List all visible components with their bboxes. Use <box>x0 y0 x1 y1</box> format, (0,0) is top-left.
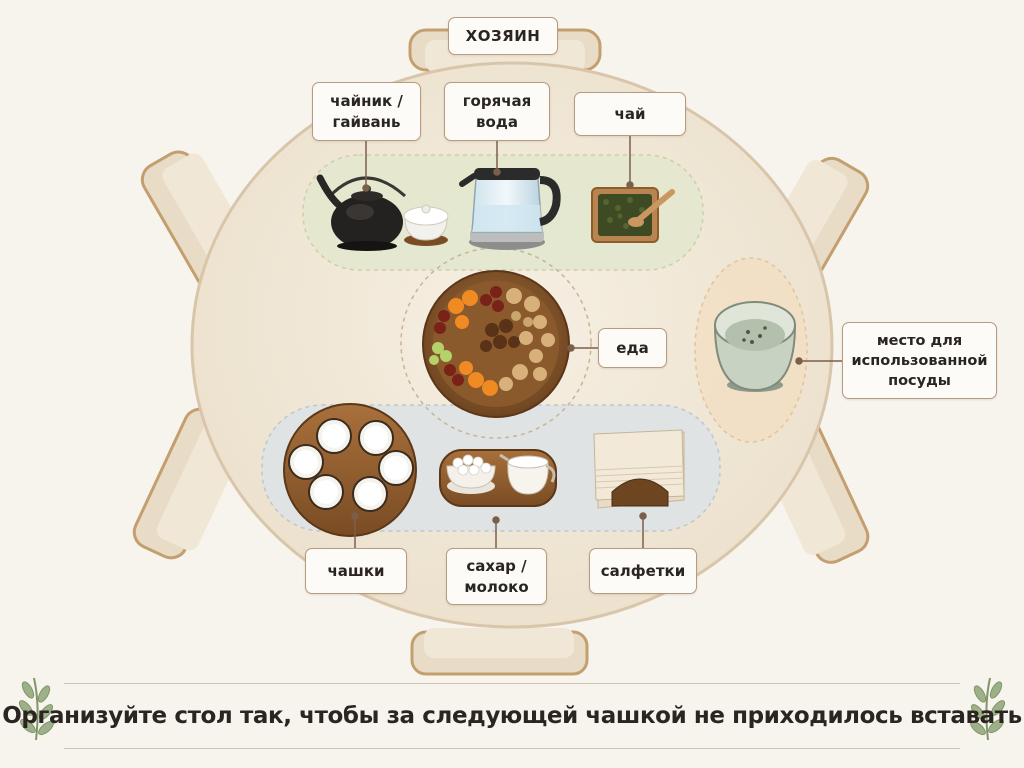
cups-label: чашки <box>305 548 407 594</box>
host-seat-label: ХОЗЯИН <box>448 17 558 55</box>
footer-bottom-divider <box>64 748 960 749</box>
food-label: еда <box>598 328 667 368</box>
cups-tray <box>283 403 417 537</box>
tea-label: чай <box>574 92 686 136</box>
tea-cups <box>288 418 414 512</box>
footer-top-divider <box>64 683 960 684</box>
right-laurel-icon <box>970 677 1006 741</box>
teapot-gaiwan-label: чайник / гайвань <box>312 82 421 141</box>
chair-bottom <box>410 628 589 676</box>
tea-leaves-box <box>591 187 675 243</box>
hot-water-label: горячая вода <box>444 82 550 141</box>
teapot <box>316 174 407 251</box>
electric-kettle <box>459 168 561 250</box>
gaiwan <box>403 204 449 246</box>
food-platter <box>422 270 570 418</box>
napkins-label: салфетки <box>589 548 697 594</box>
left-laurel-icon <box>18 677 54 741</box>
napkin-stack <box>593 429 685 509</box>
used-dishes-bowl <box>713 301 797 392</box>
sugar-milk-tray <box>439 449 557 507</box>
used-dishes-label: место для использованной посуды <box>842 322 997 399</box>
connector-lines <box>351 136 842 548</box>
footer-slogan: Организуйте стол так, чтобы за следующей… <box>2 703 1022 729</box>
sugar-milk-label: сахар / молоко <box>446 548 547 605</box>
food-zone <box>400 247 592 439</box>
